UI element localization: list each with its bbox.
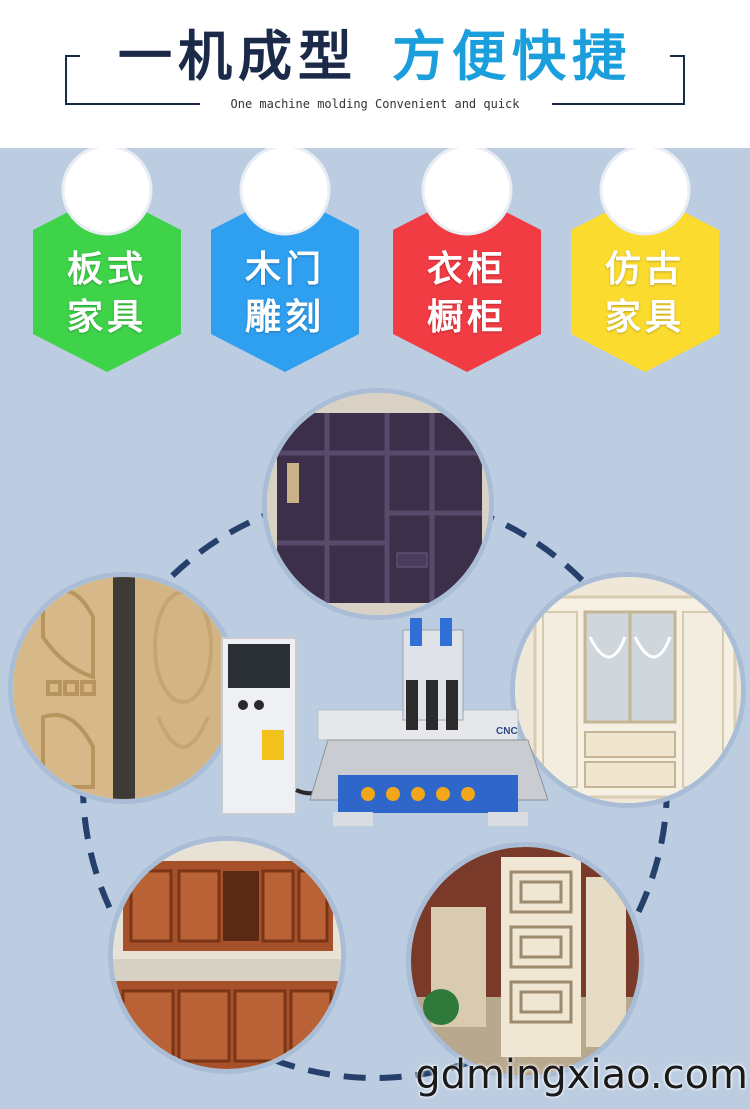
badge-hexagon xyxy=(211,192,359,372)
category-badge-panel-furniture: 板式 家具 xyxy=(29,148,185,378)
badge-label-line1: 板式 xyxy=(66,249,147,290)
badge-label-line1: 木门 xyxy=(244,249,325,290)
badge-label-line2: 家具 xyxy=(604,297,685,338)
website-watermark: gdmingxiao.com xyxy=(415,1052,748,1098)
hexagon-shape xyxy=(33,148,181,372)
white-cabinet-photo xyxy=(510,572,746,808)
hexagon-shape xyxy=(571,148,719,372)
page-subtitle: One machine molding Convenient and quick xyxy=(230,97,520,111)
wood-door-photo xyxy=(8,572,240,804)
hexagon-shape xyxy=(393,148,541,372)
category-badge-wardrobe: 衣柜 橱柜 xyxy=(389,148,545,378)
badge-label-line2: 雕刻 xyxy=(244,297,325,338)
page-title: 一机成型方便快捷 xyxy=(0,22,750,92)
cnc-machine-illustration: CNC xyxy=(221,618,548,826)
lattice-screen-photo xyxy=(406,842,644,1080)
content-panel: 板式 家具 木门 雕刻 衣柜 橱柜 仿古 家具 xyxy=(0,148,750,1109)
badge-hexagon xyxy=(33,192,181,372)
category-badge-antique-furniture: 仿古 家具 xyxy=(567,148,723,378)
badge-label-line2: 橱柜 xyxy=(426,297,507,338)
kitchen-cabinet-photo xyxy=(108,836,346,1074)
badge-label-line2: 家具 xyxy=(66,297,147,338)
page-header: 一机成型方便快捷 One machine molding Convenient … xyxy=(0,0,750,148)
wardrobe-photo xyxy=(262,388,494,620)
title-part-blue: 方便快捷 xyxy=(392,25,632,88)
hexagon-shape xyxy=(211,148,359,372)
badge-hexagon xyxy=(393,192,541,372)
badge-label-line1: 仿古 xyxy=(604,249,685,290)
title-part-dark: 一机成型 xyxy=(118,25,358,88)
category-badge-wood-door: 木门 雕刻 xyxy=(207,148,363,378)
badge-label-line1: 衣柜 xyxy=(426,249,507,290)
title-frame xyxy=(65,55,685,105)
badge-hexagon xyxy=(571,192,719,372)
machine-label: CNC xyxy=(496,726,518,737)
